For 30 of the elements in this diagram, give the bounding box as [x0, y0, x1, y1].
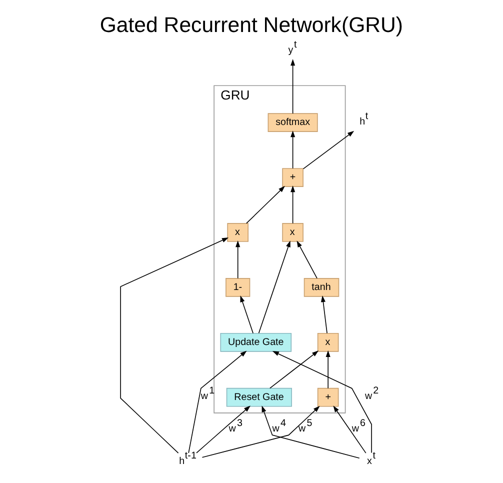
node-box: + [282, 168, 303, 187]
node-box: x [226, 223, 248, 242]
node-box: softmax [267, 113, 318, 132]
arrow [302, 130, 354, 170]
node-box: Reset Gate [226, 388, 292, 407]
arrow [188, 350, 246, 454]
node-box: tanh [303, 278, 339, 297]
arrow [269, 350, 318, 389]
arrow [261, 406, 360, 459]
diagram-title: Gated Recurrent Network(GRU) [99, 13, 403, 38]
arrow [290, 130, 295, 169]
arrow [320, 295, 327, 334]
arrow [332, 406, 366, 454]
arrow [240, 296, 253, 334]
arrow [196, 406, 250, 454]
arrow [201, 406, 320, 458]
arrow [258, 240, 290, 334]
node-box: x [282, 223, 303, 242]
arrow [290, 186, 295, 224]
arrow [296, 240, 317, 279]
arrow [246, 186, 284, 224]
node-box: + [316, 388, 338, 407]
arrow [120, 238, 228, 454]
arrow [272, 350, 372, 454]
node-box: x [316, 332, 338, 352]
arrow [325, 350, 330, 389]
node-box: 1- [225, 278, 250, 297]
arrow [290, 59, 295, 114]
arrow [235, 240, 240, 279]
node-box: Update Gate [220, 332, 292, 352]
